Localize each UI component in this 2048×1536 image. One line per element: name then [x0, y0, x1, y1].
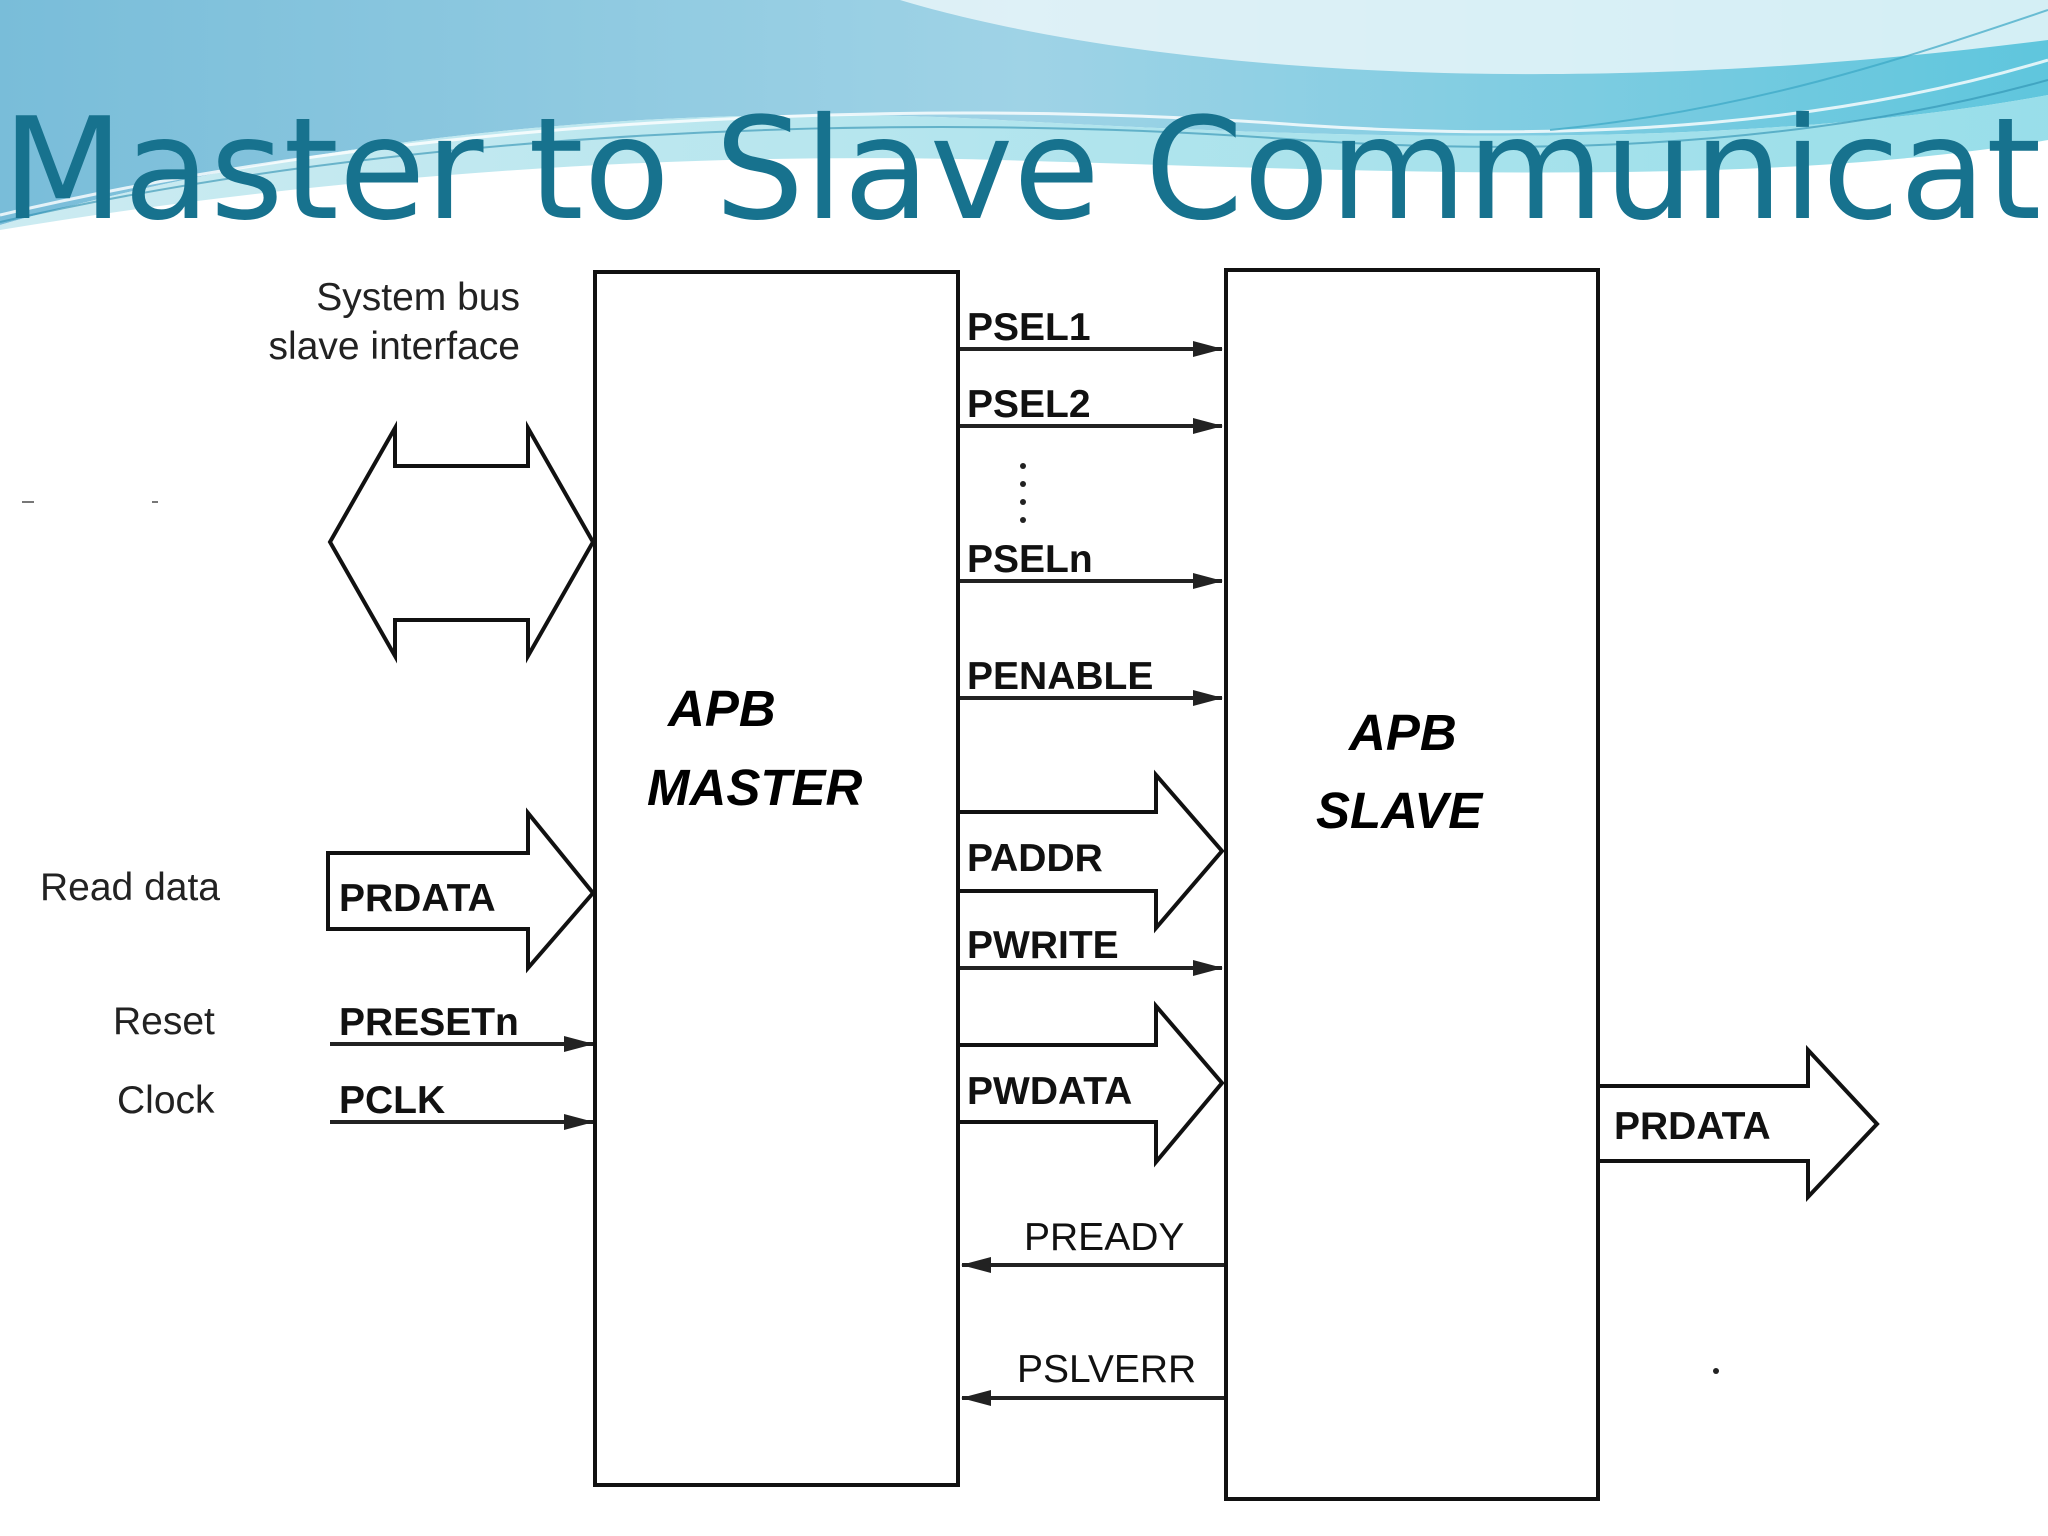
prdata-output-label: PRDATA [1614, 1105, 1771, 1148]
apb-slave-block [1224, 268, 1600, 1501]
reset-label: Reset [113, 1000, 215, 1043]
stray-marks [22, 501, 1719, 1374]
header-wave-decoration [0, 0, 2048, 230]
pwrite-label: PWRITE [967, 924, 1119, 967]
penable-label: PENABLE [967, 655, 1153, 698]
pslverr-label: PSLVERR [1017, 1348, 1196, 1391]
system-bus-bidirectional-arrow [327, 420, 596, 664]
pseln-label: PSELn [967, 538, 1093, 581]
system-bus-label: System bus [316, 276, 520, 319]
clock-label: Clock [117, 1079, 215, 1122]
pwdata-arrow [960, 1000, 1225, 1168]
read-data-label: Read data [40, 866, 220, 909]
prdata-input-label: PRDATA [339, 877, 496, 920]
prdata-input-arrow [326, 807, 596, 974]
paddr-label: PADDR [967, 837, 1103, 880]
pclk-label: PCLK [339, 1079, 445, 1122]
apb-slave-title-line1: APB [1347, 704, 1457, 761]
pready-label: PREADY [1024, 1216, 1184, 1259]
slide-title: Master to Slave Communication [2, 88, 2048, 252]
apb-slave-title-line2: SLAVE [1316, 782, 1484, 839]
apb-master-block [593, 270, 960, 1487]
presetn-label: PRESETn [339, 1001, 519, 1044]
pwdata-label: PWDATA [967, 1070, 1132, 1113]
slave-interface-label: slave interface [269, 325, 520, 368]
apb-master-title-line2: MASTER [647, 759, 863, 816]
prdata-output-arrow [1600, 1044, 1880, 1203]
psel2-label: PSEL2 [967, 383, 1091, 426]
ellipsis-dots [1020, 463, 1026, 523]
apb-master-title-line1: APB [666, 680, 776, 737]
psel1-label: PSEL1 [967, 306, 1091, 349]
paddr-arrow [960, 769, 1225, 934]
